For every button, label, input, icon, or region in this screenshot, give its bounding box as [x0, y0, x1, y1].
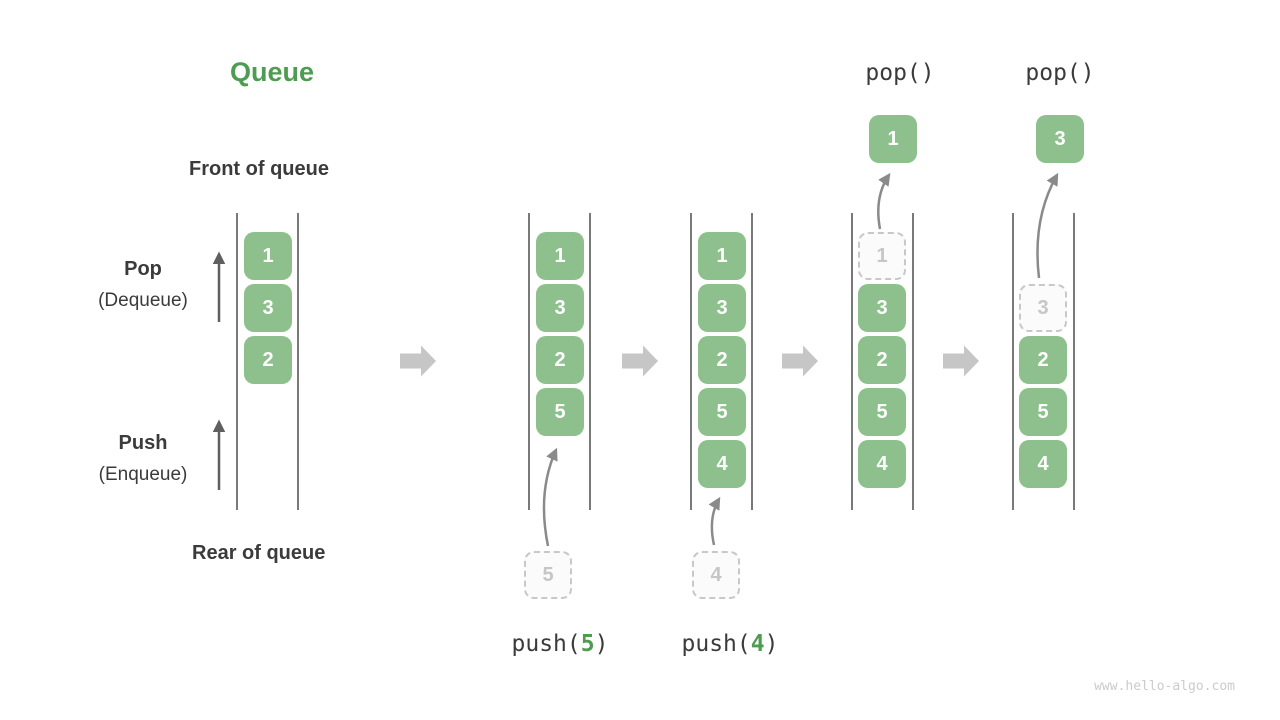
push-op-arg: 5 — [580, 631, 595, 657]
pop-trajectory-arrow-icon — [1036, 172, 1059, 279]
pop-label: Pop — [124, 258, 162, 280]
queue-item: 1 — [698, 232, 746, 280]
pop-trajectory-arrow-icon — [877, 172, 891, 230]
pop-label-group: Pop (Dequeue) — [83, 258, 203, 312]
push-label: Push — [118, 432, 168, 454]
front-of-queue-label: Front of queue — [189, 158, 329, 180]
popped-item: 1 — [869, 115, 917, 163]
push-op-suffix: ) — [764, 631, 779, 657]
enqueue-label: (Enqueue) — [98, 464, 188, 485]
push-label-group: Push (Enqueue) — [83, 432, 203, 486]
transition-arrow-icon — [622, 345, 658, 377]
transition-arrow-icon — [782, 345, 818, 377]
dequeue-label: (Dequeue) — [98, 290, 188, 311]
queue-item: 5 — [698, 388, 746, 436]
queue-item: 4 — [1019, 440, 1067, 488]
queue-item: 3 — [536, 284, 584, 332]
queue-item: 5 — [1019, 388, 1067, 436]
queue-item: 1 — [536, 232, 584, 280]
push-trajectory-arrow-icon — [542, 447, 558, 547]
pop-operation-label: pop() — [865, 60, 935, 86]
queue-item: 5 — [858, 388, 906, 436]
rear-of-queue-label: Rear of queue — [192, 542, 326, 564]
staged-item-ghost: 4 — [692, 551, 740, 599]
queue-item: 3 — [244, 284, 292, 332]
queue-item: 2 — [858, 336, 906, 384]
queue-item: 2 — [536, 336, 584, 384]
queue-item: 5 — [536, 388, 584, 436]
queue-item: 3 — [698, 284, 746, 332]
diagram-title: Queue — [230, 57, 315, 87]
push-operation-label: push(5) — [512, 631, 609, 657]
watermark: www.hello-algo.com — [1094, 679, 1235, 694]
push-trajectory-arrow-icon — [708, 496, 721, 546]
push-op-suffix: ) — [594, 631, 609, 657]
transition-arrow-icon — [400, 345, 436, 377]
queue-item: 3 — [858, 284, 906, 332]
push-op-prefix: push( — [511, 631, 581, 657]
popped-item: 3 — [1036, 115, 1084, 163]
push-op-arg: 4 — [750, 631, 765, 657]
queue-item: 2 — [1019, 336, 1067, 384]
push-op-prefix: push( — [681, 631, 751, 657]
pop-operation-label: pop() — [1025, 60, 1095, 86]
transition-arrow-icon — [943, 345, 979, 377]
queue-item: 2 — [698, 336, 746, 384]
queue-item: 4 — [858, 440, 906, 488]
queue-item: 4 — [698, 440, 746, 488]
popped-item-ghost: 3 — [1019, 284, 1067, 332]
popped-item-ghost: 1 — [858, 232, 906, 280]
staged-item-ghost: 5 — [524, 551, 572, 599]
push-operation-label: push(4) — [682, 631, 779, 657]
queue-item: 1 — [244, 232, 292, 280]
queue-item: 2 — [244, 336, 292, 384]
